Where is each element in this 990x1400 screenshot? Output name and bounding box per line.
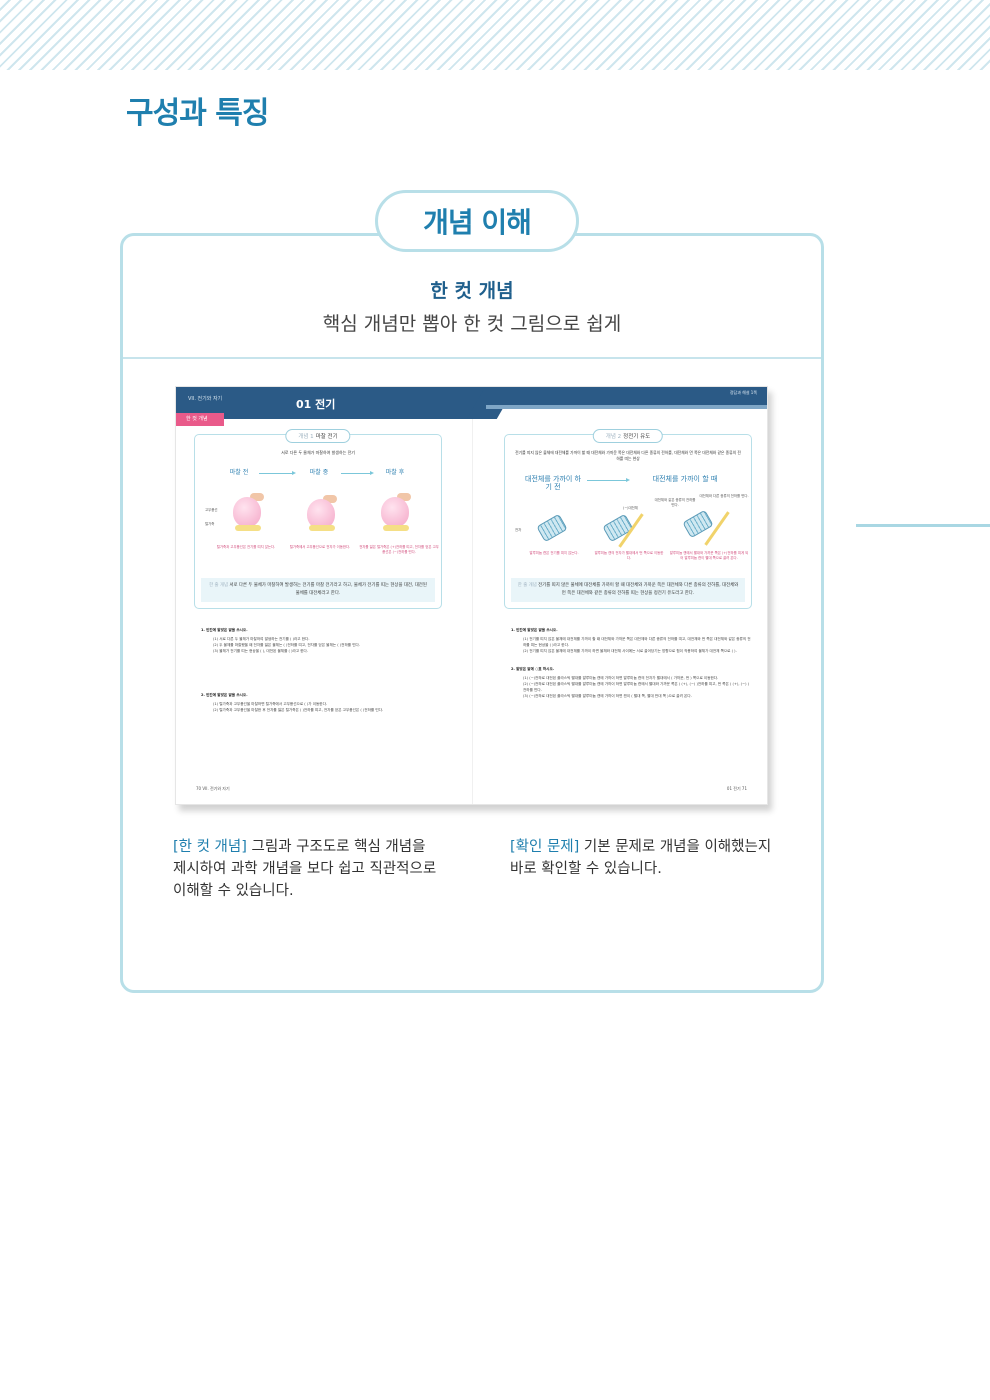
questions-left: 1. 빈칸에 알맞은 말을 쓰시오. (1) 서로 다른 두 물체가 마찰하여 … (201, 627, 441, 717)
questions-right: 1. 빈칸에 알맞은 말을 쓰시오. (1) 전기를 띠지 않은 물체에 대전체… (511, 627, 751, 703)
fur-illustration (309, 525, 335, 531)
fur-illustration (383, 525, 409, 531)
side-accent-line (856, 524, 990, 527)
label-fur: 털가죽 (205, 522, 215, 526)
hand-illustration (397, 493, 411, 501)
description-tag: [한 컷 개념] (173, 839, 247, 855)
aluminum-can-illustration (602, 513, 634, 543)
fur-illustration (235, 525, 261, 531)
book-gutter (472, 419, 473, 804)
question-block: 2. 빈칸에 알맞은 말을 쓰시오. (1) 털가죽과 고무풍선을 마찰하면 털… (201, 693, 384, 712)
description-check: [확인 문제] 기본 문제로 개념을 이해했는지 바로 확인할 수 있습니다. (510, 839, 772, 877)
hand-illustration (250, 493, 264, 501)
stage-caption: 알루미늄 캔의 전자가 빨대에서 먼 쪽으로 이동한다. (594, 551, 664, 560)
page-footer-right: 01 전기 71 (726, 786, 747, 791)
stage-caption: 전자를 잃은 털가죽은 (+)전하를 띠고, 전자를 얻은 고무풍선은 (−)전… (359, 545, 439, 554)
concept-summary: 한 줄 개념 전기를 띠지 않은 물체에 대전체를 가까이 할 때 대전체와 가… (511, 578, 745, 602)
stage-caption: 알루미늄 캔에서 빨대와 가까운 쪽은 (+)전하를 띠게 되어 알루미늄 캔이… (669, 551, 749, 560)
stage-arrow (259, 471, 296, 475)
page-footer-left: 70 VII. 전기와 자기 (196, 786, 230, 791)
stage-label: 마찰 후 (385, 469, 405, 476)
balloon-illustration (233, 497, 261, 527)
description-concept: [한 컷 개념] 그림과 구조도로 핵심 개념을 제시하여 과학 개념을 보다 … (173, 839, 437, 899)
section-heading: 한 컷 개념 핵심 개념만 뽑아 한 컷 그림으로 쉽게 (120, 276, 824, 336)
concept-summary: 한 줄 개념 서로 다른 두 물체가 마찰하여 발생하는 전기를 마찰 전기라고… (201, 578, 435, 602)
stage-caption: 알루미늄 캔은 전기를 띠지 않는다. (529, 551, 579, 555)
book-chapter-title: 01 전기 (296, 398, 336, 411)
aluminum-can-illustration (536, 513, 568, 543)
concept-subtitle: 서로 다른 두 물체가 마찰하여 발생하는 전기 (281, 450, 355, 455)
question-block: 1. 빈칸에 알맞은 말을 쓰시오. (1) 전기를 띠지 않은 물체에 대전체… (511, 628, 751, 653)
feature-subtitle: 핵심 개념만 뽑아 한 컷 그림으로 쉽게 (322, 313, 622, 335)
balloon-illustration (381, 497, 409, 527)
book-header: VII. 전기와 자기 01 전기 정답과 해설 1쪽 (176, 387, 767, 419)
stage-label: 마찰 전 (229, 469, 249, 476)
label-opposite-charge: 대전체와 다른 종류의 전하를 띤다. (699, 494, 749, 498)
label-same-charge: 대전체와 같은 종류의 전하를 띤다. (654, 498, 696, 507)
section-tab: 개념 이해 (375, 190, 579, 252)
stage-arrow (341, 471, 374, 475)
hand-illustration (323, 495, 337, 503)
book-header-right: 정답과 해설 1쪽 (729, 390, 757, 395)
concept-subtitle: 전기를 띠지 않은 물체에 대전체를 가까이 할 때 대전체와 가까운 쪽은 대… (515, 450, 741, 461)
concept-badge: 한 컷 개념 (176, 413, 224, 426)
hatched-top-banner (0, 0, 990, 70)
stage-caption: 털가죽과 고무풍선은 전기를 띠지 않는다. (216, 545, 276, 549)
description-tag: [확인 문제] (510, 839, 580, 855)
balloon-illustration (307, 499, 335, 529)
label-electron: 전자 (515, 528, 522, 532)
stage-label: 대전체를 가까이 하기 전 (525, 475, 581, 491)
aluminum-can-illustration (682, 509, 714, 539)
stage-label: 마찰 중 (309, 469, 329, 476)
label-balloon: 고무풍선 (205, 508, 218, 512)
feature-title: 한 컷 개념 (430, 280, 514, 302)
heading-divider (123, 357, 821, 359)
stage-label: 대전체를 가까이 할 때 (652, 475, 718, 483)
label-charged-rod: (−)대전체 (623, 506, 638, 510)
question-block: 2. 알맞은 말에 ○표 하시오. (1) (−)전하로 대전된 플라스틱 빨대… (511, 667, 750, 698)
stage-arrow (587, 478, 630, 482)
page-title: 구성과 특징 (126, 96, 269, 131)
book-unit-label: VII. 전기와 자기 (188, 396, 223, 402)
stage-caption: 털가죽에서 고무풍선으로 전자가 이동한다. (289, 545, 351, 549)
question-block: 1. 빈칸에 알맞은 말을 쓰시오. (1) 서로 다른 두 물체가 마찰하여 … (201, 628, 360, 653)
